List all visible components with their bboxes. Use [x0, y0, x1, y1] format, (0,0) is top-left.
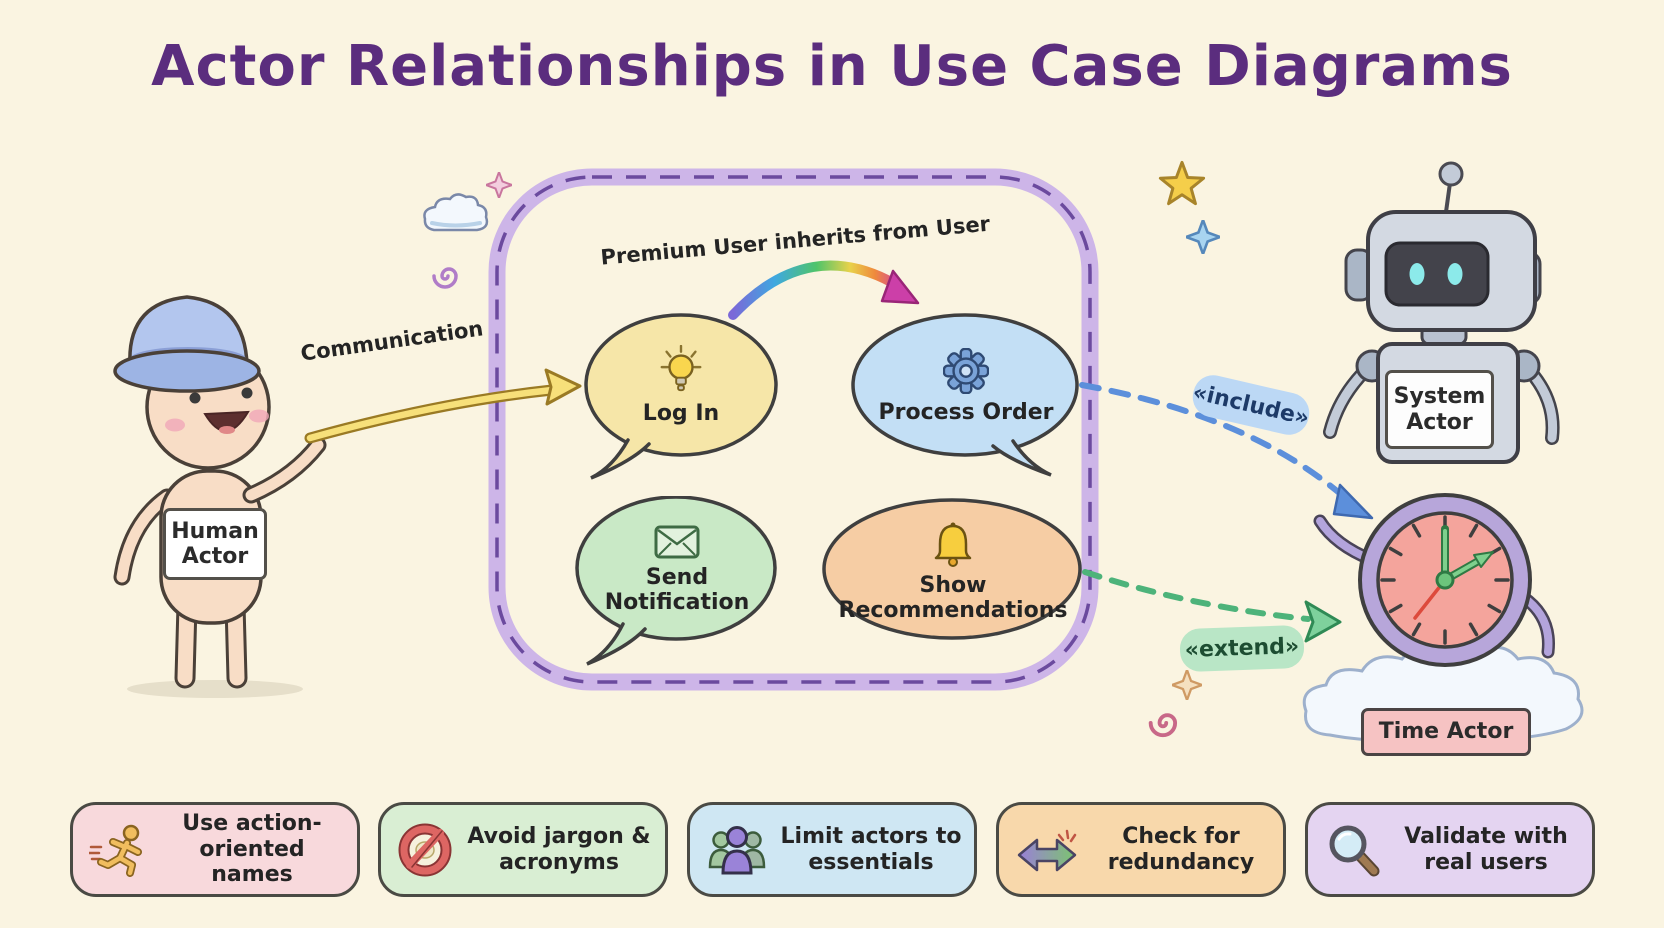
time-actor: Time Actor [1290, 445, 1610, 765]
sparkle-icon [483, 169, 515, 202]
tip-card-validate-users: Validate with real users [1305, 802, 1595, 897]
tip-label: Use action-oriented names [182, 810, 322, 888]
spiral-icon [428, 258, 464, 298]
use-case-login: Log In [583, 312, 779, 484]
include-arrow [1079, 382, 1374, 520]
use-case-label: Process Order [878, 400, 1054, 426]
tip-label: Limit actors to essentials [780, 823, 962, 875]
system-actor: System Actor [1300, 148, 1570, 478]
no-symbol-icon [397, 822, 453, 878]
tip-label: Check for redundancy [1107, 823, 1255, 875]
bell-icon [933, 521, 973, 571]
runner-icon [89, 823, 147, 877]
sparkle-icon [1168, 666, 1206, 704]
lightbulb-icon [659, 344, 703, 399]
system-boundary [488, 168, 1099, 691]
cloud-icon [420, 190, 490, 240]
star-icon [1158, 160, 1206, 212]
people-icon [706, 823, 768, 877]
use-case-label: Show Recommendations [838, 572, 1068, 623]
use-case-process-order: Process Order [851, 313, 1081, 485]
human-actor: Human Actor [75, 265, 335, 700]
system-actor-label: System Actor [1385, 370, 1494, 449]
inheritance-arrow [728, 260, 920, 320]
tip-label: Avoid jargon & acronyms [467, 823, 651, 875]
use-case-label: Send Notification [604, 564, 750, 615]
tip-card-action-names: Use action-oriented names [70, 802, 360, 897]
gear-icon [942, 347, 990, 398]
spiral-icon [1144, 703, 1184, 747]
tip-label: Validate with real users [1404, 823, 1568, 875]
magnifier-icon [1324, 822, 1380, 878]
tip-card-limit-actors: Limit actors to essentials [687, 802, 977, 897]
double-arrow-icon [1015, 825, 1079, 875]
sparkle-icon [1182, 216, 1224, 258]
use-case-label: Log In [642, 401, 720, 427]
extend-arrow [1082, 569, 1342, 643]
extend-pill: «extend» [1179, 624, 1305, 673]
time-actor-label: Time Actor [1361, 708, 1531, 756]
human-actor-label: Human Actor [163, 508, 267, 580]
communication-arrow [304, 368, 582, 444]
tip-card-check-redundancy: Check for redundancy [996, 802, 1286, 897]
page-title: Actor Relationships in Use Case Diagrams [151, 34, 1513, 99]
tip-card-avoid-jargon: Avoid jargon & acronyms [378, 802, 668, 897]
envelope-icon [654, 525, 700, 563]
use-case-show-recommendations: Show Recommendations [822, 498, 1084, 643]
use-case-send-notification: Send Notification [575, 496, 779, 671]
